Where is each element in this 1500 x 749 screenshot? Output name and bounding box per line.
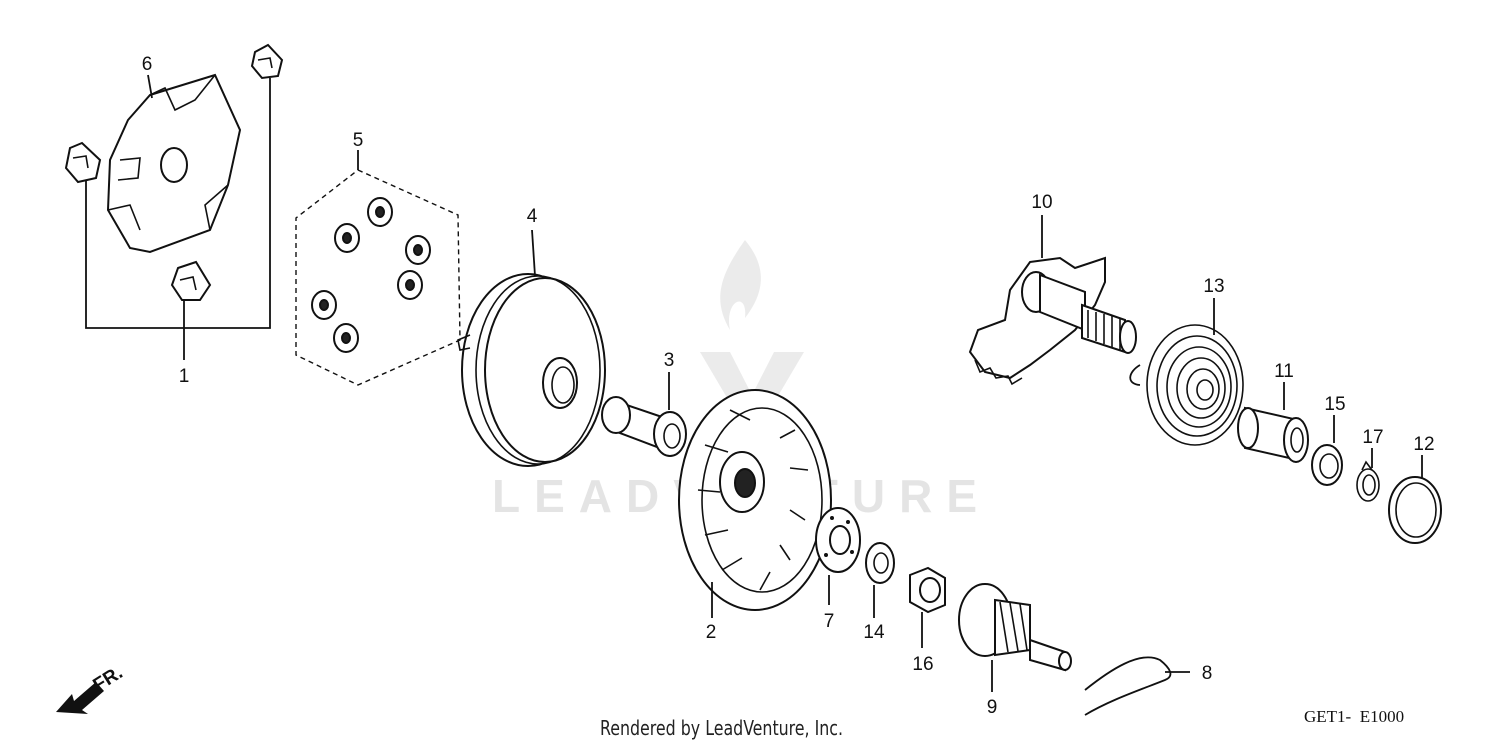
part-13-spring[interactable] bbox=[1129, 324, 1244, 446]
callout-14[interactable]: 14 bbox=[863, 622, 885, 643]
callout-2[interactable]: 2 bbox=[706, 622, 717, 643]
callout-7[interactable]: 7 bbox=[824, 611, 835, 632]
part-12-o-ring[interactable] bbox=[1388, 476, 1442, 544]
part-14-washer[interactable] bbox=[865, 542, 895, 584]
callout-16[interactable]: 16 bbox=[912, 654, 933, 675]
callout-10[interactable]: 10 bbox=[1031, 192, 1052, 213]
roller bbox=[397, 270, 423, 300]
front-arrow-icon bbox=[56, 682, 104, 714]
callout-11[interactable]: 11 bbox=[1274, 361, 1294, 382]
callout-15[interactable]: 15 bbox=[1324, 394, 1345, 415]
part-8-clip[interactable] bbox=[1084, 656, 1172, 716]
part-5-roller-set[interactable] bbox=[295, 169, 461, 386]
roller bbox=[405, 235, 431, 265]
front-direction-indicator: FR. bbox=[56, 662, 127, 714]
part-3-collar[interactable] bbox=[601, 396, 687, 457]
part-7-washer[interactable] bbox=[815, 507, 861, 573]
part-15-washer[interactable] bbox=[1311, 444, 1343, 486]
callout-labels: 1 2 3 4 5 6 7 8 9 10 11 12 13 14 15 16 1… bbox=[142, 54, 1435, 718]
part-16-nut[interactable] bbox=[909, 566, 946, 614]
leader-lines bbox=[147, 74, 1423, 692]
callout-4[interactable]: 4 bbox=[527, 206, 538, 227]
roller bbox=[367, 197, 393, 227]
callout-13[interactable]: 13 bbox=[1203, 276, 1224, 297]
roller bbox=[334, 223, 360, 253]
part-10-starter-shaft[interactable] bbox=[968, 256, 1137, 386]
watermark-flame-icon bbox=[720, 240, 761, 330]
part-17-circlip[interactable] bbox=[1356, 460, 1380, 502]
callout-9[interactable]: 9 bbox=[987, 697, 998, 718]
diagram-code: GET1- E1000 bbox=[1304, 707, 1405, 726]
part-6-ramp-plate[interactable] bbox=[106, 73, 242, 254]
roller bbox=[311, 290, 337, 320]
callout-12[interactable]: 12 bbox=[1413, 434, 1434, 455]
callout-17[interactable]: 17 bbox=[1362, 427, 1383, 448]
part-1-bracket-lines bbox=[85, 78, 271, 360]
callout-6[interactable]: 6 bbox=[142, 54, 153, 75]
roller bbox=[333, 323, 359, 353]
callout-3[interactable]: 3 bbox=[664, 350, 675, 371]
part-1-slide-pieces[interactable] bbox=[64, 43, 284, 301]
rendered-by-footer: Rendered by LeadVenture, Inc. bbox=[600, 716, 844, 740]
part-2-drive-face[interactable] bbox=[678, 389, 832, 611]
part-4-movable-drive-face[interactable] bbox=[457, 273, 606, 467]
callout-8[interactable]: 8 bbox=[1202, 663, 1213, 684]
callout-1[interactable]: 1 bbox=[179, 366, 190, 387]
part-11-bushing[interactable] bbox=[1237, 406, 1309, 463]
part-9-starter-pinion[interactable] bbox=[958, 583, 1072, 672]
callout-5[interactable]: 5 bbox=[353, 130, 364, 151]
